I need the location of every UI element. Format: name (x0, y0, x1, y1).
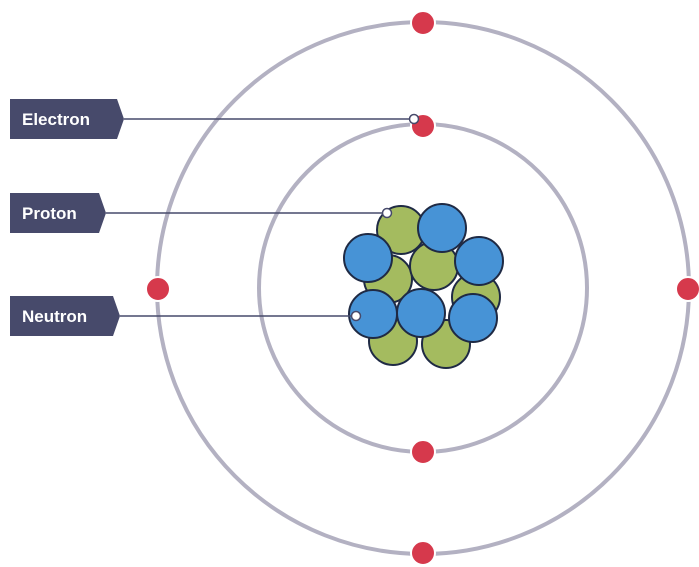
proton-label: Proton (10, 193, 106, 233)
electron-label-text: Electron (22, 110, 90, 129)
proton-label-bg (10, 193, 106, 233)
electron-label: Electron (10, 99, 124, 139)
electron-label-bg (10, 99, 124, 139)
proton-label-text: Proton (22, 204, 77, 223)
neutron-label-bg (10, 296, 120, 336)
proton-pointer-dot (381, 207, 393, 219)
neutron (417, 203, 467, 253)
neutron (343, 233, 393, 283)
neutron-pointer-dot (350, 310, 362, 322)
neutron (396, 288, 446, 338)
neutron-label-text: Neutron (22, 307, 87, 326)
nucleus (343, 203, 504, 369)
electron-outer-right (675, 276, 699, 302)
electron-inner-bottom (410, 439, 436, 465)
electron-outer-top (410, 10, 436, 36)
electron-pointer-dot (408, 113, 420, 125)
neutron (454, 236, 504, 286)
neutron-label: Neutron (10, 296, 120, 336)
electron-outer-left (145, 276, 171, 302)
electron-outer-bottom (410, 540, 436, 566)
neutron (448, 293, 498, 343)
